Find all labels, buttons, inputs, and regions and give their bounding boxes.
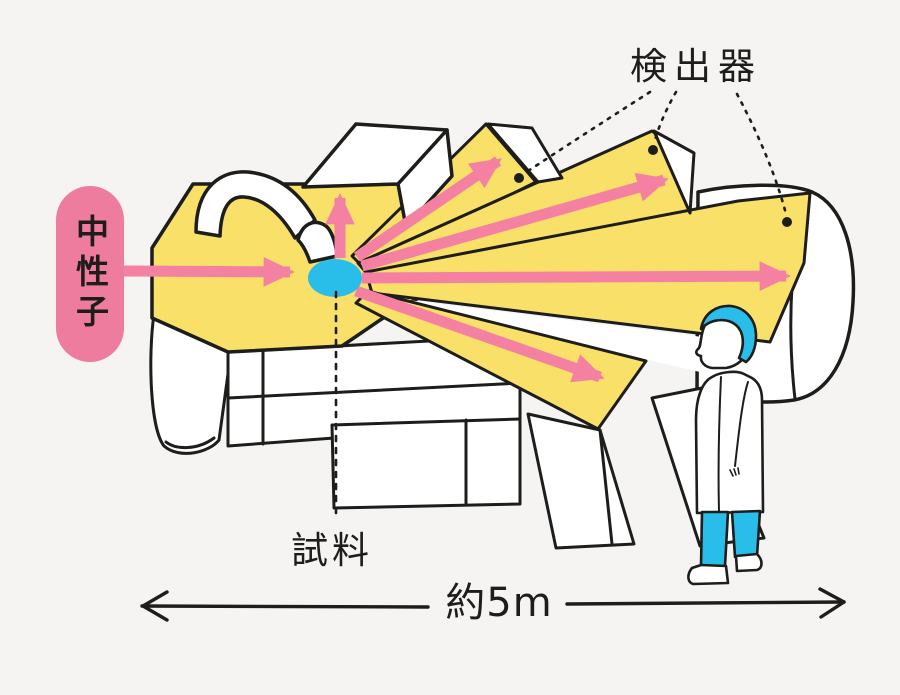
- support-leg-left: [526, 412, 636, 550]
- beam-arrows: [121, 156, 791, 383]
- detector-leaders: [523, 90, 788, 216]
- scientist-shoe-back: [734, 552, 763, 573]
- wedge-side-faces: [486, 122, 696, 215]
- sample-ellipse: [308, 259, 362, 297]
- neutron-label-pill: 中性子: [56, 186, 124, 362]
- dimension-arrowhead-right: [818, 587, 846, 619]
- sample-label: 試料: [291, 529, 373, 572]
- scatter-arrow-upright: [353, 156, 503, 262]
- dimension-line: [140, 587, 846, 622]
- scatter-arrow-rightup: [360, 172, 669, 272]
- top-box: [301, 122, 454, 229]
- detector-dot-2: [648, 145, 658, 155]
- detector-markers: [514, 145, 792, 227]
- scatter-arrow-downright: [354, 285, 605, 383]
- scientist-shoe-front: [687, 563, 730, 586]
- top-arch: [194, 170, 339, 264]
- scientist-hair: [699, 304, 758, 364]
- scientist-leg-back: [730, 509, 762, 559]
- base-foot: [149, 310, 233, 455]
- detector-dot-1: [514, 173, 524, 183]
- scientist-figure: [687, 304, 765, 586]
- scientist-coat: [694, 370, 765, 515]
- incident-beam-arrow: [121, 256, 295, 287]
- scale-label: 約5m: [445, 580, 553, 626]
- detector-label: 検出器: [630, 45, 762, 88]
- dimension-arrowhead-left: [141, 590, 169, 622]
- wedge-down-right: [354, 289, 648, 431]
- neutron-label: 中性子: [70, 214, 110, 334]
- scientist-leg-front: [699, 510, 730, 568]
- machine-base: [149, 310, 766, 550]
- base-box: [330, 417, 522, 510]
- scatter-arrow-right: [361, 261, 791, 291]
- detector-dot-3: [782, 217, 792, 227]
